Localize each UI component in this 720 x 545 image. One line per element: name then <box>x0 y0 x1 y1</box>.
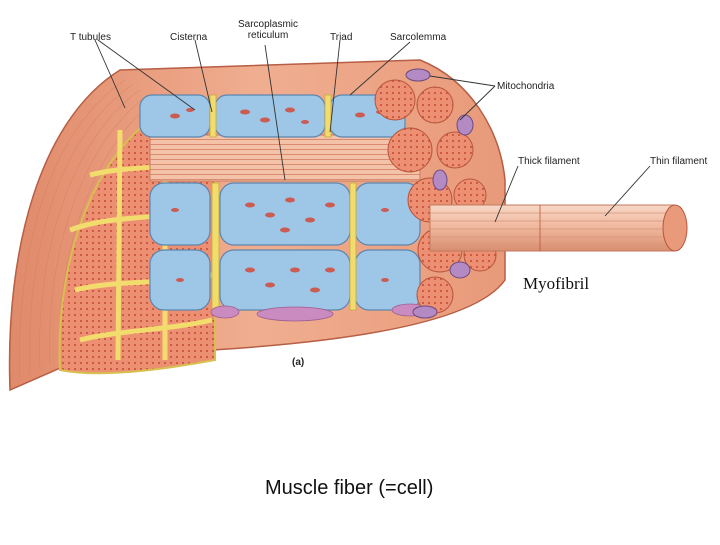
label-triad: Triad <box>330 32 353 43</box>
sarcoplasmic-reticulum <box>139 94 421 311</box>
myofibril-rod <box>429 204 688 252</box>
leader-lines <box>94 39 651 223</box>
label-sarcolemma: Sarcolemma <box>390 32 447 43</box>
mitochondria-shapes <box>405 68 474 319</box>
panel-letter: (a) <box>292 357 305 368</box>
label-cisterna: Cisterna <box>170 32 208 43</box>
label-mitochondria: Mitochondria <box>497 81 555 92</box>
label-thin-filament: Thin filament <box>650 156 708 167</box>
wall-striations <box>19 79 156 381</box>
reticulum-fenestrations <box>170 107 389 293</box>
caption-muscle-fiber: Muscle fiber (=cell) <box>265 477 434 499</box>
label-sarcoplasmic-line1: Sarcoplasmic <box>237 19 299 30</box>
label-myofibril: Myofibril <box>523 274 590 293</box>
label-t-tubules: T tubules <box>70 32 111 43</box>
label-thick-filament: Thick filament <box>518 156 580 167</box>
label-sarcoplasmic-line2: reticulum <box>247 30 289 41</box>
myofibril-band-top <box>149 134 421 182</box>
label-sarcoplasmic-reticulum: Sarcoplasmic reticulum <box>228 19 308 41</box>
t-tubule-rings <box>209 94 357 311</box>
